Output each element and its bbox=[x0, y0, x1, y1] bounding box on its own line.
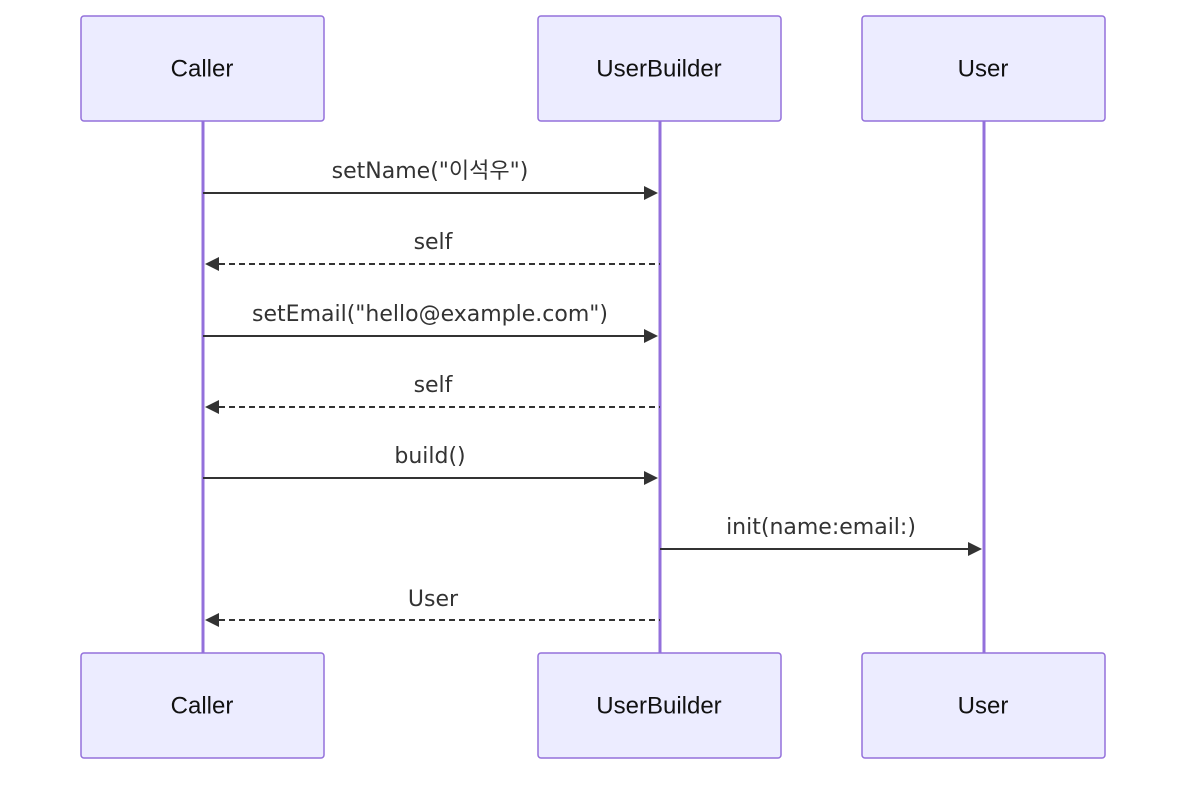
message-label: self bbox=[414, 373, 454, 398]
actor-userbuilder-bottom: UserBuilder bbox=[537, 652, 782, 759]
actor-label-user: User bbox=[958, 692, 1009, 719]
message-return-self-2: self bbox=[205, 373, 660, 414]
message-build: build() bbox=[203, 444, 658, 485]
actor-label-caller: Caller bbox=[171, 692, 234, 719]
message-label: build() bbox=[394, 444, 465, 469]
message-label: self bbox=[414, 230, 454, 255]
actor-user-top: User bbox=[861, 15, 1106, 122]
arrowhead-right-icon bbox=[968, 542, 982, 556]
actor-user-bottom: User bbox=[861, 652, 1106, 759]
message-init: init(name:email:) bbox=[660, 515, 982, 556]
arrowhead-right-icon bbox=[644, 329, 658, 343]
message-label: setName("이석우") bbox=[332, 159, 529, 184]
actor-label-caller: Caller bbox=[171, 55, 234, 82]
message-return-user: User bbox=[205, 587, 660, 627]
arrowhead-right-icon bbox=[644, 186, 658, 200]
actor-caller-top: Caller bbox=[80, 15, 325, 122]
actor-userbuilder-top: UserBuilder bbox=[537, 15, 782, 122]
actor-label-userbuilder: UserBuilder bbox=[596, 55, 721, 82]
message-set-name: setName("이석우") bbox=[203, 159, 658, 200]
message-label: User bbox=[408, 587, 459, 612]
actor-label-userbuilder: UserBuilder bbox=[596, 692, 721, 719]
message-set-email: setEmail("hello@example.com") bbox=[203, 302, 658, 343]
arrowhead-left-icon bbox=[205, 400, 219, 414]
actor-caller-bottom: Caller bbox=[80, 652, 325, 759]
message-return-self-1: self bbox=[205, 230, 660, 271]
arrowhead-right-icon bbox=[644, 471, 658, 485]
actor-label-user: User bbox=[958, 55, 1009, 82]
arrowhead-left-icon bbox=[205, 613, 219, 627]
arrowhead-left-icon bbox=[205, 257, 219, 271]
message-label: setEmail("hello@example.com") bbox=[252, 302, 608, 327]
message-label: init(name:email:) bbox=[726, 515, 916, 540]
